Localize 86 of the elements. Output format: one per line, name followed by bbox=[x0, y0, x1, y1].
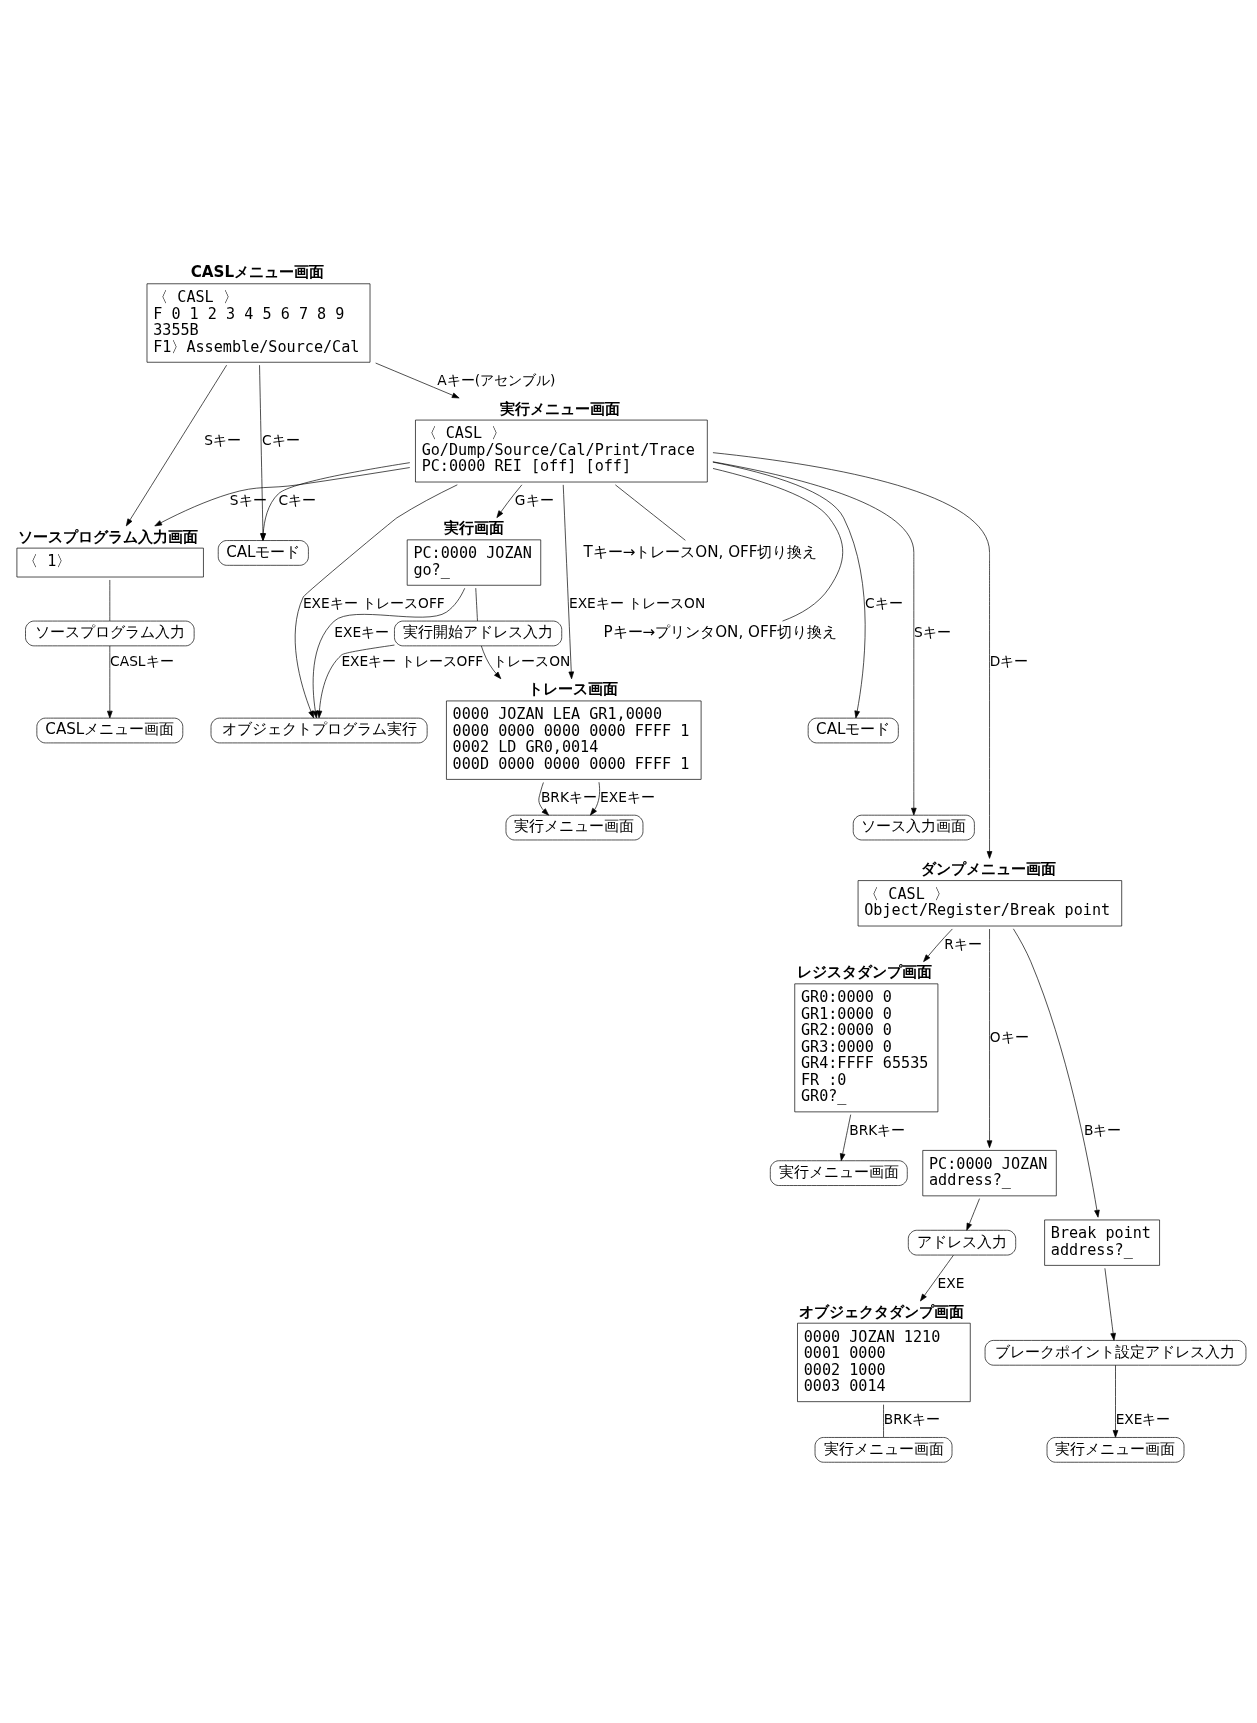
edge-label: Cキー bbox=[278, 491, 317, 508]
node-box: ソースプログラム入力 bbox=[25, 620, 195, 646]
arrow bbox=[312, 587, 466, 718]
node-label: 実行画面 bbox=[443, 518, 504, 537]
node-text: Tキー→トレースON, OFF切り換え bbox=[583, 542, 818, 561]
edge-label: EXEキー bbox=[334, 623, 390, 640]
node-box: PC:0000 JOZAN go?_ bbox=[406, 539, 542, 586]
arrow bbox=[712, 460, 917, 815]
arrow bbox=[294, 483, 458, 718]
edge-label: Sキー bbox=[914, 623, 951, 640]
edge-label: EXEキー bbox=[1115, 1410, 1171, 1427]
node-label: オブジェクタダンプ画面 bbox=[798, 1302, 964, 1321]
arrow bbox=[481, 645, 502, 679]
connector bbox=[475, 587, 478, 621]
arrow bbox=[496, 484, 523, 518]
node-box: 〈 CASL 〉 F 0 1 2 3 4 5 6 7 8 9 3355B F1〉Assemble/Source/Cal bbox=[146, 282, 371, 363]
arrow bbox=[966, 1197, 980, 1231]
arrow bbox=[986, 928, 993, 1148]
node-label: ソースプログラム入力画面 bbox=[18, 527, 199, 546]
arrow bbox=[125, 364, 227, 526]
node-box: CASLメニュー画面 bbox=[36, 717, 184, 743]
edge-label: CASLキー bbox=[110, 652, 174, 669]
arrow bbox=[538, 781, 549, 816]
edge-label: トレースON bbox=[493, 652, 571, 669]
node-box: オブジェクトプログラム実行 bbox=[210, 717, 428, 743]
edge-label: EXEキー トレースOFF bbox=[341, 652, 484, 669]
node-box: アドレス入力 bbox=[907, 1229, 1017, 1255]
arrow bbox=[920, 1254, 954, 1301]
edge-label: Aキー(アセンブル) bbox=[437, 371, 556, 388]
node-box: 0000 JOZAN 1210 0001 0000 0002 1000 0003 0014 bbox=[797, 1322, 971, 1402]
node-box: 実行メニュー画面 bbox=[505, 814, 644, 840]
arrow bbox=[590, 781, 600, 815]
node-box: CALモード bbox=[807, 717, 899, 743]
arrow bbox=[839, 1113, 852, 1161]
node-label: CASLメニュー画面 bbox=[190, 262, 325, 281]
node-box: 〈 CASL 〉 Object/Register/Break point bbox=[857, 879, 1123, 926]
edge-label: Sキー bbox=[229, 491, 267, 508]
edge-label: EXE bbox=[937, 1274, 965, 1291]
edge-label: EXEキー bbox=[600, 788, 655, 805]
arrow bbox=[1112, 1364, 1119, 1438]
arrow bbox=[712, 461, 866, 718]
arrow bbox=[923, 928, 953, 962]
node-box: 0000 JOZAN LEA GR1,0000 0000 0000 0000 0000 FFFF 1 0002 LD GR0,0014 000D 0000 0000 0000 FFFF 1 bbox=[446, 700, 702, 780]
edge-label: BRKキー bbox=[883, 1410, 940, 1427]
edge-label: EXEキー トレースON bbox=[568, 594, 706, 611]
node-text: Pキー→プリンタON, OFF切り換え bbox=[603, 622, 838, 641]
node-box: ソース入力画面 bbox=[852, 814, 975, 840]
node-box: 実行開始アドレス入力 bbox=[394, 620, 563, 646]
connector bbox=[883, 1403, 884, 1438]
edge-label: Rキー bbox=[944, 935, 982, 952]
node-box: GR0:0000 0 GR1:0000 0 GR2:0000 0 GR3:0000 0 GR4:FFFF 65535 FR :0 GR0?_ bbox=[794, 983, 939, 1112]
arrow bbox=[316, 644, 395, 718]
node-box: 〈 1〉 bbox=[16, 547, 204, 577]
node-box: ブレークポイント設定アドレス入力 bbox=[984, 1339, 1247, 1366]
arrow bbox=[375, 362, 460, 398]
node-label: 実行メニュー画面 bbox=[500, 399, 621, 418]
node-box: 〈 CASL 〉 Go/Dump/Source/Cal/Print/Trace PC:0000 REI [off] [off] bbox=[415, 419, 708, 482]
node-box: PC:0000 JOZAN address?_ bbox=[922, 1149, 1057, 1196]
arrow bbox=[154, 466, 411, 526]
edge-label: Cキー bbox=[865, 594, 903, 611]
node-box: 実行メニュー画面 bbox=[1046, 1436, 1185, 1463]
arrow bbox=[107, 645, 113, 718]
edge-label: Sキー bbox=[204, 431, 242, 448]
arrow bbox=[1104, 1267, 1116, 1341]
connector bbox=[712, 467, 844, 621]
node-label: ダンプメニュー画面 bbox=[920, 859, 1056, 878]
edge-label: BRKキー bbox=[540, 788, 597, 805]
edge-label: Dキー bbox=[989, 652, 1029, 669]
node-box: 実行メニュー画面 bbox=[769, 1159, 908, 1186]
edge-label: Gキー bbox=[514, 491, 554, 508]
edge-label: EXEキー トレースOFF bbox=[302, 594, 445, 611]
node-box: 実行メニュー画面 bbox=[814, 1436, 953, 1463]
edge-label: Bキー bbox=[1084, 1121, 1122, 1138]
arrow bbox=[562, 484, 575, 679]
edge-label: Oキー bbox=[989, 1028, 1029, 1045]
arrow bbox=[712, 451, 993, 859]
arrow bbox=[260, 461, 411, 541]
connector bbox=[615, 484, 686, 541]
node-label: トレース画面 bbox=[528, 679, 618, 698]
arrow bbox=[259, 364, 266, 541]
node-label: レジスタダンプ画面 bbox=[796, 962, 932, 981]
edge-label: BRKキー bbox=[849, 1121, 906, 1138]
edge-label: Cキー bbox=[262, 431, 300, 448]
arrow bbox=[1013, 927, 1100, 1218]
node-box: Break point address?_ bbox=[1044, 1219, 1160, 1266]
node-box: CALモード bbox=[217, 539, 309, 566]
